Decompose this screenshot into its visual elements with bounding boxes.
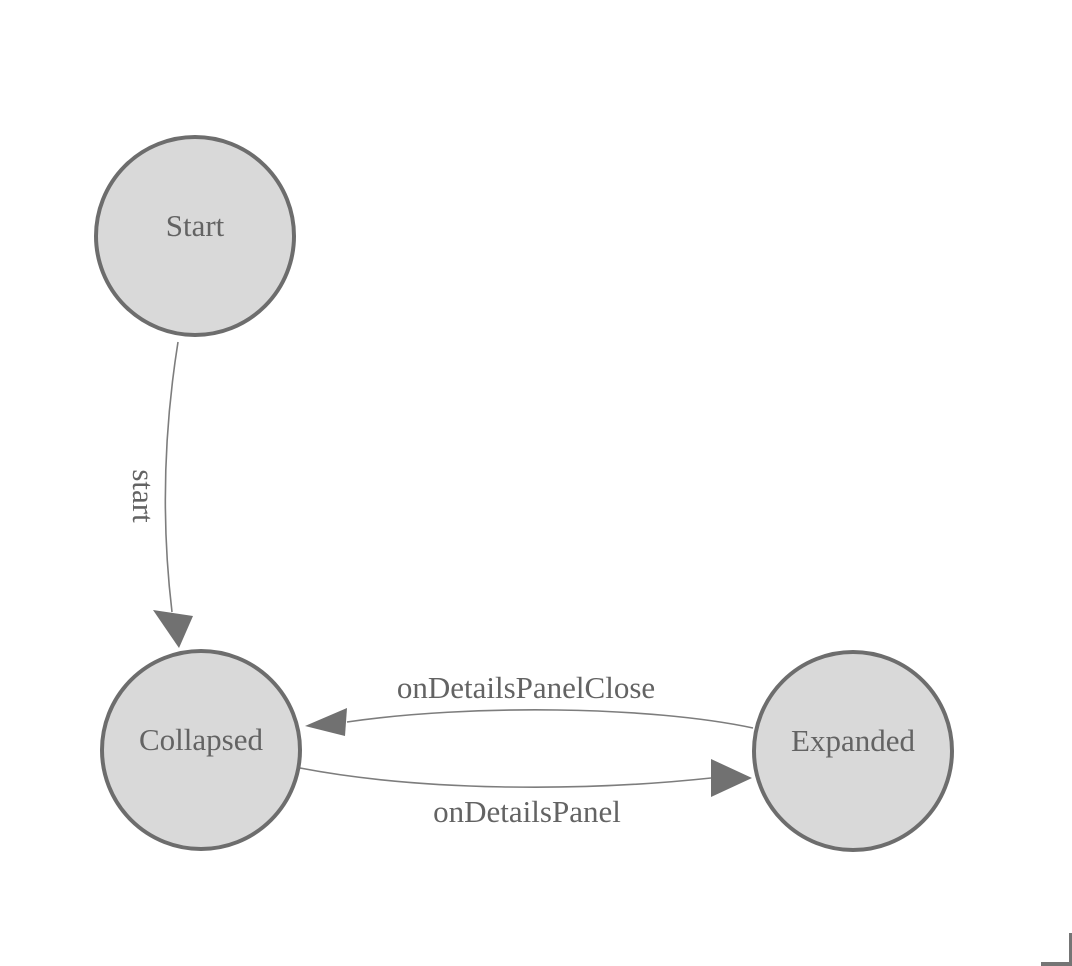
arrowhead-expanded-to-collapsed (305, 708, 347, 736)
resize-corner-icon (1041, 933, 1072, 966)
edge-label-on-details-panel-close: onDetailsPanelClose (396, 670, 656, 705)
node-start[interactable]: Start (94, 135, 296, 337)
arrowhead-collapsed-to-expanded (711, 759, 752, 797)
edge-collapsed-to-expanded (299, 767, 712, 788)
edge-label-on-details-panel: onDetailsPanel (433, 794, 621, 829)
node-start-label: Start (165, 208, 225, 243)
edge-label-start: start (126, 469, 161, 523)
node-collapsed[interactable]: Collapsed (100, 649, 302, 851)
edge-expanded-to-collapsed (346, 709, 754, 729)
node-expanded-label: Expanded (791, 723, 915, 758)
edge-start-to-collapsed (164, 341, 179, 613)
node-collapsed-label: Collapsed (139, 722, 263, 757)
arrowhead-start-to-collapsed (153, 610, 193, 648)
node-expanded[interactable]: Expanded (752, 650, 954, 852)
